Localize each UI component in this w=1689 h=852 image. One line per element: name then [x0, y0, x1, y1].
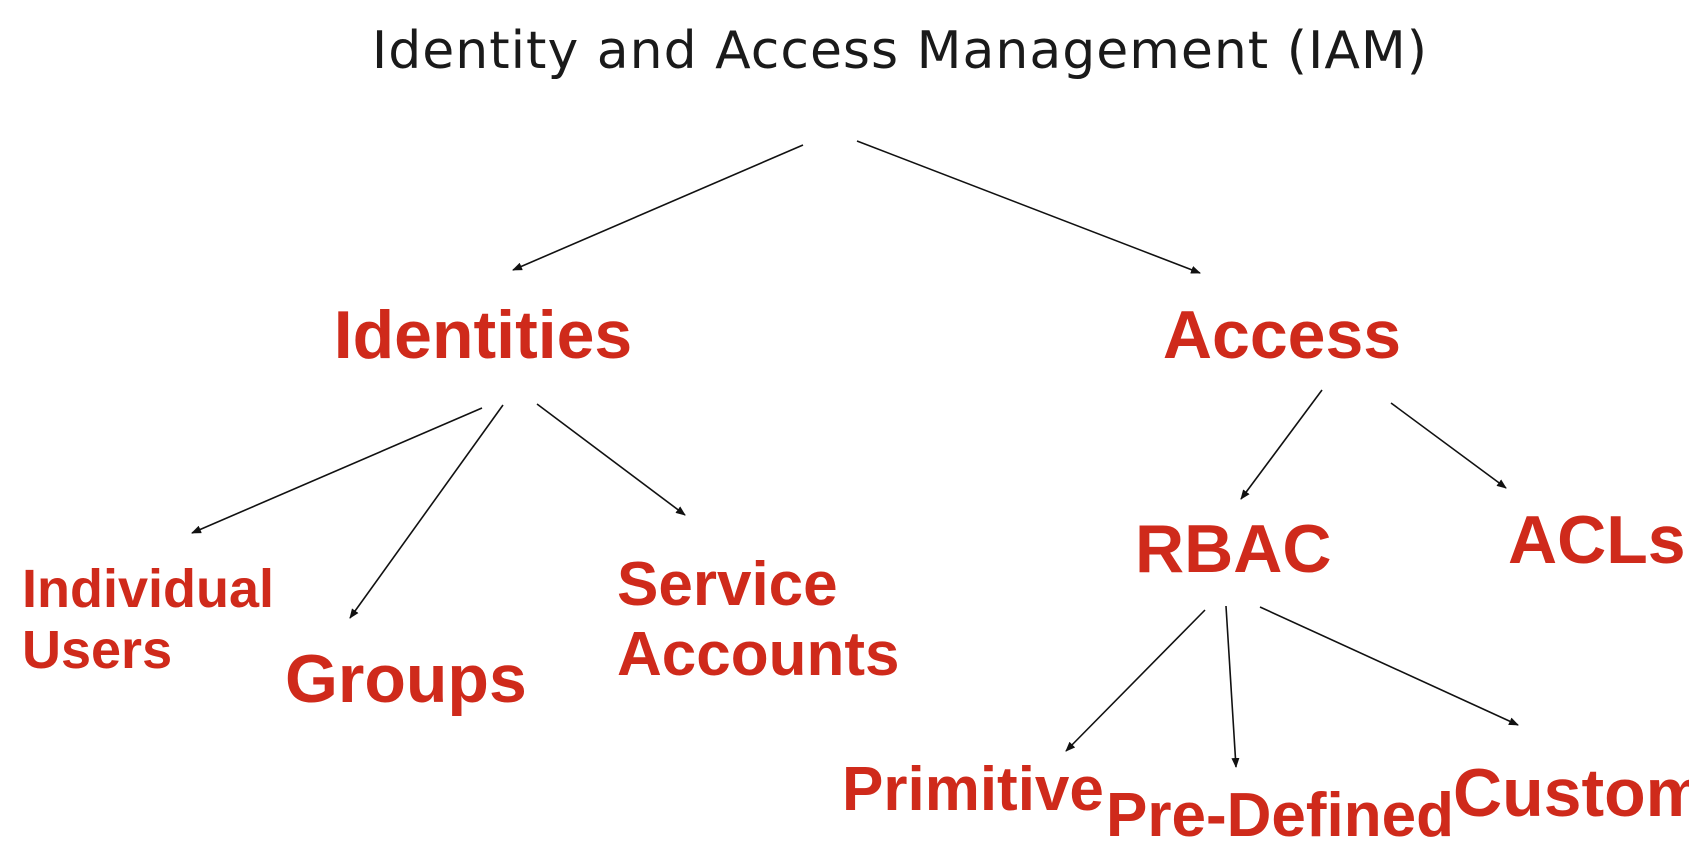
node-individual-users-line1: Individual: [22, 559, 274, 619]
arrow-iam-to-identities: [512, 144, 804, 271]
node-custom: Custom: [1453, 755, 1689, 831]
node-identities: Identities: [334, 297, 633, 373]
arrow-iam-to-access: [856, 140, 1201, 274]
arrow-rbac-to-primitive: [1065, 609, 1206, 752]
node-service-accounts-line1: Service: [617, 550, 838, 619]
arrow-identities-to-individual-users: [191, 407, 483, 534]
node-primitive: Primitive: [842, 755, 1104, 824]
node-individual-users-line2: Users: [22, 620, 172, 680]
arrow-identities-to-service-accounts: [536, 403, 686, 516]
node-pre-defined: Pre-Defined: [1106, 781, 1454, 850]
node-rbac: RBAC: [1135, 511, 1331, 587]
arrow-access-to-acls: [1390, 402, 1507, 489]
node-groups: Groups: [285, 641, 527, 717]
arrow-identities-to-groups: [349, 404, 504, 619]
arrow-access-to-rbac: [1240, 389, 1323, 500]
arrow-rbac-to-custom: [1259, 606, 1519, 726]
node-acls: ACLs: [1508, 502, 1686, 578]
node-service-accounts-line2: Accounts: [617, 620, 899, 689]
node-access: Access: [1163, 297, 1401, 373]
diagram-title: Identity and Access Management (IAM): [372, 21, 1428, 81]
arrow-rbac-to-pre-defined: [1225, 605, 1240, 768]
